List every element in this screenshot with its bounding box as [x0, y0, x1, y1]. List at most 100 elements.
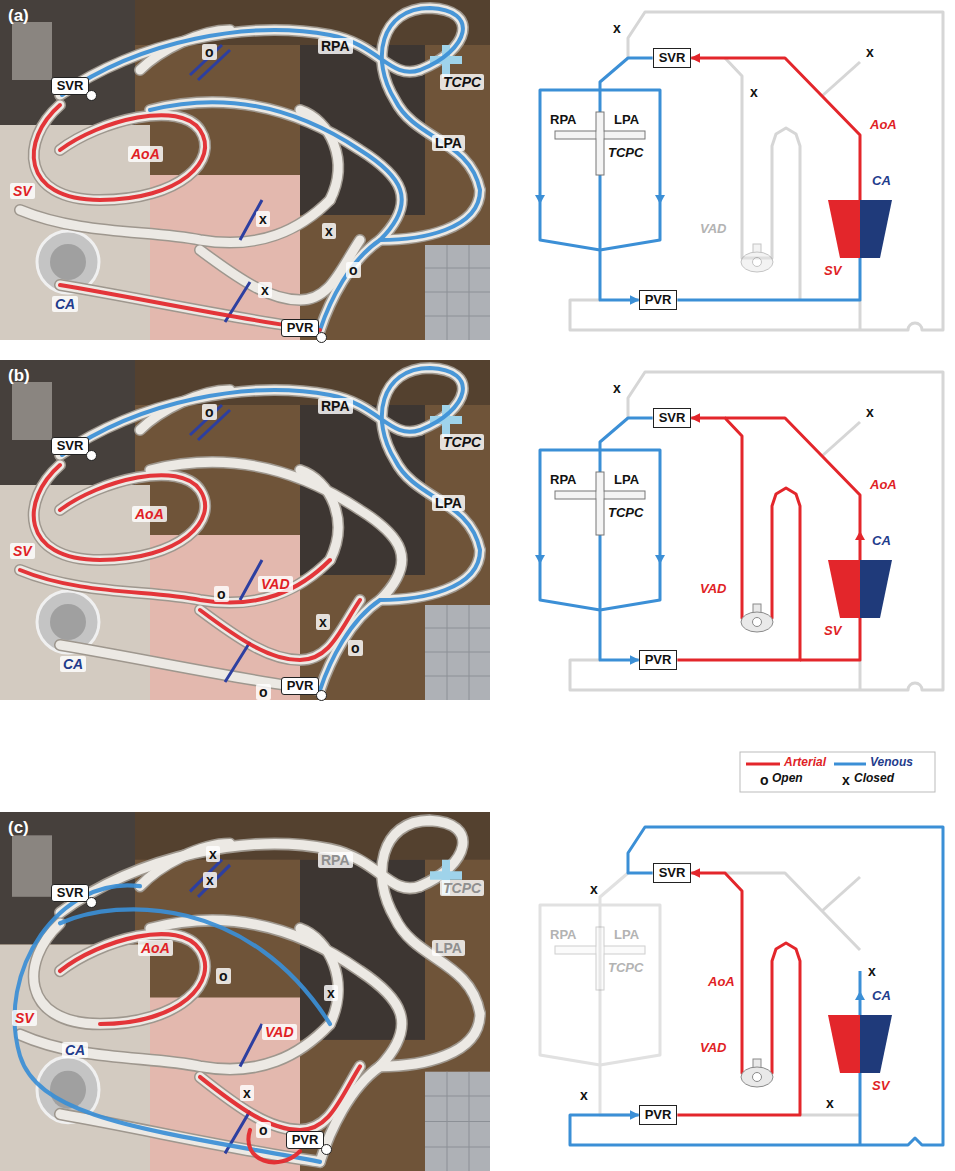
- clamp-mark: x: [203, 872, 217, 888]
- node-label: SVR: [659, 50, 686, 65]
- node-label: PVR: [645, 1107, 672, 1122]
- part-label: SV: [824, 624, 841, 639]
- part-label: AoA: [138, 940, 173, 956]
- node-label: PVR: [287, 678, 314, 693]
- part-label: AoA: [128, 146, 163, 162]
- part-label: RPA: [318, 38, 353, 54]
- clamp-mark: o: [256, 684, 271, 700]
- part-label: SV: [12, 1010, 37, 1026]
- flow-segment: [677, 229, 860, 300]
- part-label: AoA: [708, 975, 735, 990]
- clamp-mark: x: [750, 84, 758, 100]
- flow-segment: [570, 827, 943, 1145]
- schematic-b-tubes: [535, 372, 943, 690]
- clamp-mark: o: [202, 404, 217, 420]
- flow-segment: [600, 418, 653, 660]
- clamp-mark: x: [316, 614, 330, 630]
- clamp-mark: x: [206, 846, 220, 862]
- node-label: PVR: [645, 652, 672, 667]
- node-label: PVR: [287, 320, 314, 335]
- part-label: VAD: [262, 1024, 297, 1040]
- resistance-box: PVR: [639, 1105, 678, 1126]
- part-label: CA: [60, 656, 86, 672]
- flow-line: [600, 418, 653, 660]
- resistance-box: PVR: [639, 650, 678, 671]
- flow-line: [677, 418, 800, 660]
- part-label: LPA: [432, 940, 465, 956]
- part-label: TCPC: [440, 880, 484, 896]
- resistance-box: SVR: [653, 863, 692, 884]
- photo-tag: SVR: [51, 884, 90, 903]
- panel-letter: (c): [8, 818, 29, 838]
- photo-panel-b: [0, 360, 490, 700]
- clamp-mark: x: [868, 963, 876, 979]
- clamp-mark: x: [613, 20, 621, 36]
- clamp-mark: x: [866, 44, 874, 60]
- node-label: SVR: [659, 865, 686, 880]
- part-label: AoA: [870, 118, 897, 133]
- clamp-mark: x: [324, 985, 338, 1001]
- port-dot: [86, 450, 97, 461]
- part-label: CA: [52, 296, 78, 312]
- part-label: SV: [872, 1079, 889, 1094]
- flow-segment: [677, 418, 800, 660]
- legend-entry: Closed: [854, 772, 894, 786]
- part-label: VAD: [700, 1041, 726, 1056]
- resistance-box: PVR: [639, 290, 678, 311]
- legend-text: Arterial: [784, 755, 826, 769]
- part-label: LPA: [432, 135, 465, 151]
- clamp-mark: o: [214, 586, 229, 602]
- node-label: SVR: [659, 410, 686, 425]
- clamp-mark: o: [348, 640, 363, 656]
- clamp-mark: x: [842, 772, 850, 788]
- schematic-c-tubes: [540, 873, 865, 1145]
- clamp-mark: x: [590, 881, 598, 897]
- part-label: LPA: [614, 928, 639, 943]
- part-label: TCPC: [440, 434, 484, 450]
- photo-tag: PVR: [286, 1131, 325, 1150]
- panel-letter: (a): [8, 6, 29, 26]
- schematic-a-icons: [555, 112, 892, 272]
- legend-text: Open: [772, 771, 803, 785]
- photo-tag: PVR: [281, 677, 320, 696]
- clamp-mark: x: [322, 223, 336, 239]
- clamp-mark: x: [258, 282, 272, 298]
- part-label: TCPC: [608, 506, 643, 521]
- photo-tag: SVR: [51, 437, 90, 456]
- part-label: TCPC: [440, 74, 484, 90]
- clamp-mark: x: [580, 1087, 588, 1103]
- schematic-a-tubes: [535, 12, 943, 330]
- part-label: AoA: [870, 478, 897, 493]
- clamp-mark: o: [202, 44, 217, 60]
- part-label: CA: [872, 989, 891, 1004]
- legend-box: [740, 752, 935, 792]
- part-label: VAD: [700, 582, 726, 597]
- part-label: LPA: [614, 113, 639, 128]
- part-label: TCPC: [608, 146, 643, 161]
- part-label: LPA: [432, 495, 465, 511]
- part-label: AoA: [132, 506, 167, 522]
- clamp-mark: x: [256, 211, 270, 227]
- node-label: SVR: [57, 438, 84, 453]
- clamp-mark: x: [866, 404, 874, 420]
- legend-text: Closed: [854, 771, 894, 785]
- schematic-b-icons: [555, 472, 892, 632]
- port-dot: [321, 1144, 332, 1155]
- node-label: PVR: [645, 292, 672, 307]
- flow-line: [600, 58, 653, 300]
- part-label: LPA: [614, 473, 639, 488]
- part-label: VAD: [700, 222, 726, 237]
- photo-tag: PVR: [281, 319, 320, 338]
- resistance-box: SVR: [653, 408, 692, 429]
- part-label: RPA: [550, 113, 576, 128]
- port-dot: [316, 690, 327, 701]
- flow-segment: [677, 873, 800, 1115]
- legend-entry: Open: [772, 772, 803, 786]
- clamp-mark: o: [760, 772, 769, 788]
- port-dot: [86, 897, 97, 908]
- photo-tag: SVR: [51, 77, 90, 96]
